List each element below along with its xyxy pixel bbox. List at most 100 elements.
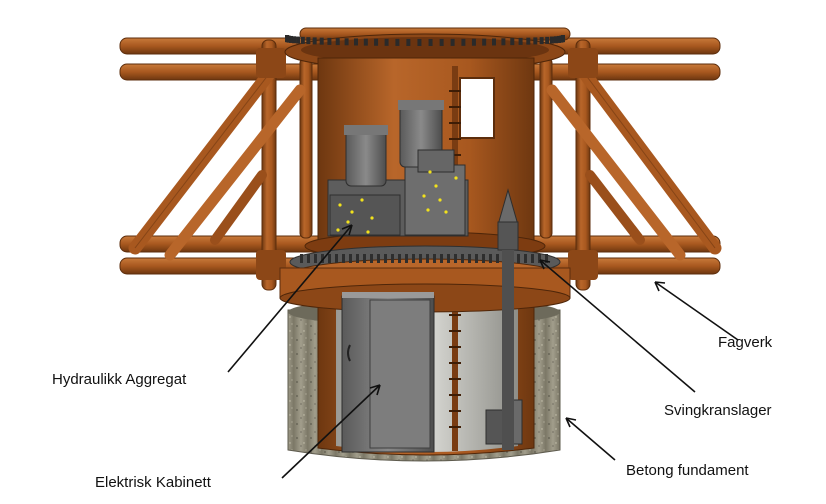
ladder-rung (449, 346, 461, 348)
ring-bolt (492, 38, 496, 46)
bearing-tooth (454, 254, 457, 263)
ring-bolt (428, 38, 433, 46)
bearing-tooth (356, 254, 359, 263)
ring-bolt (561, 35, 565, 42)
ladder-rung (449, 122, 461, 124)
ring-bolt (327, 37, 332, 45)
ring-bolt (471, 38, 476, 46)
label-slewing-bearing: Svingkranslager (664, 402, 772, 419)
concrete-foundation-leader (565, 417, 616, 461)
bearing-tooth (433, 254, 436, 263)
ring-bolt (526, 37, 531, 45)
ring-bolt (549, 36, 554, 44)
bearing-tooth (545, 254, 548, 263)
ring-bolt (501, 38, 506, 46)
bearing-tooth (342, 254, 345, 263)
bearing-tooth (377, 254, 380, 263)
ladder-rung (449, 410, 461, 412)
bearing-tooth (370, 254, 373, 263)
hydraulic-highlight-dots (336, 170, 458, 234)
leader-lines (227, 224, 739, 479)
ring-bolt (406, 38, 411, 46)
ring-bolt (556, 35, 561, 43)
highlight-dot (426, 208, 430, 212)
bearing-tooth (489, 254, 492, 263)
label-concrete-foundation: Betong fundament (626, 462, 749, 479)
ring-bolt (417, 38, 422, 46)
ring-bolt (289, 35, 294, 43)
highlight-dot (454, 176, 458, 180)
truss-leader (654, 281, 739, 341)
bearing-tooth (524, 254, 527, 263)
bearing-tooth (475, 254, 478, 263)
highlight-dot (366, 230, 370, 234)
ring-bolt (312, 37, 317, 45)
bearing-tooth (517, 254, 520, 263)
ring-bolt (439, 38, 444, 46)
bearing-tooth (363, 254, 366, 263)
highlight-dot (428, 170, 432, 174)
ring-bolt (482, 38, 487, 46)
ring-bolt (300, 36, 305, 44)
ring-bolt (545, 36, 550, 44)
bearing-tooth (405, 254, 408, 263)
highlight-dot (336, 228, 340, 232)
ring-bolt (296, 36, 301, 44)
ring-bolt (450, 38, 455, 46)
highlight-dot (346, 220, 350, 224)
ladder-rung (449, 330, 461, 332)
highlight-dot (370, 216, 374, 220)
ladder-rung (449, 154, 461, 156)
ring-bolt (363, 38, 368, 46)
ring-bolt (384, 38, 389, 46)
ring-bolt (306, 37, 311, 45)
bearing-tooth (300, 254, 303, 263)
label-truss: Fagverk (718, 334, 773, 351)
highlight-dot (422, 194, 426, 198)
ring-bolt (395, 38, 400, 46)
ladder-rung (449, 362, 461, 364)
ring-bolt (461, 38, 466, 46)
bearing-teeth (300, 254, 548, 263)
bearing-tooth (384, 254, 387, 263)
bearing-tooth (419, 254, 422, 263)
bearing-tooth (426, 254, 429, 263)
bearing-tooth (447, 254, 450, 263)
slewing-bearing-leader (539, 259, 696, 393)
bearing-tooth (538, 254, 541, 263)
bearing-tooth (440, 254, 443, 263)
bearing-tooth (412, 254, 415, 263)
ring-bolt (354, 38, 358, 46)
ring-bolt (319, 37, 324, 45)
bearing-tooth (531, 254, 534, 263)
bearing-tooth (496, 254, 499, 263)
highlight-dot (350, 210, 354, 214)
bearing-tooth (468, 254, 471, 263)
highlight-dot (434, 184, 438, 188)
bearing-tooth (321, 254, 324, 263)
ladder-rung (449, 378, 461, 380)
slewing-drive-motor (497, 188, 519, 450)
ring-bolt (539, 37, 544, 45)
label-electrical-cabinet: Elektrisk Kabinett (95, 474, 211, 491)
ring-bolt (344, 38, 349, 46)
bearing-tooth (391, 254, 394, 263)
ring-bolt (292, 36, 297, 44)
label-hydraulic-unit: Hydraulikk Aggregat (52, 371, 187, 388)
highlight-dot (444, 210, 448, 214)
ladder-rung (449, 394, 461, 396)
bearing-tooth (335, 254, 338, 263)
bearing-tooth (482, 254, 485, 263)
hydraulic-unit-leader (227, 224, 353, 373)
bearing-tooth (307, 254, 310, 263)
ring-bolt (533, 37, 538, 45)
highlight-dot (360, 198, 364, 202)
bearing-tooth (349, 254, 352, 263)
ladder-rung (449, 106, 461, 108)
bearing-tooth (461, 254, 464, 263)
ring-bolt (374, 38, 379, 46)
ring-bolt (553, 36, 558, 44)
bearing-tooth (328, 254, 331, 263)
top-ring-bolts (285, 35, 565, 46)
bearing-tooth (314, 254, 317, 263)
